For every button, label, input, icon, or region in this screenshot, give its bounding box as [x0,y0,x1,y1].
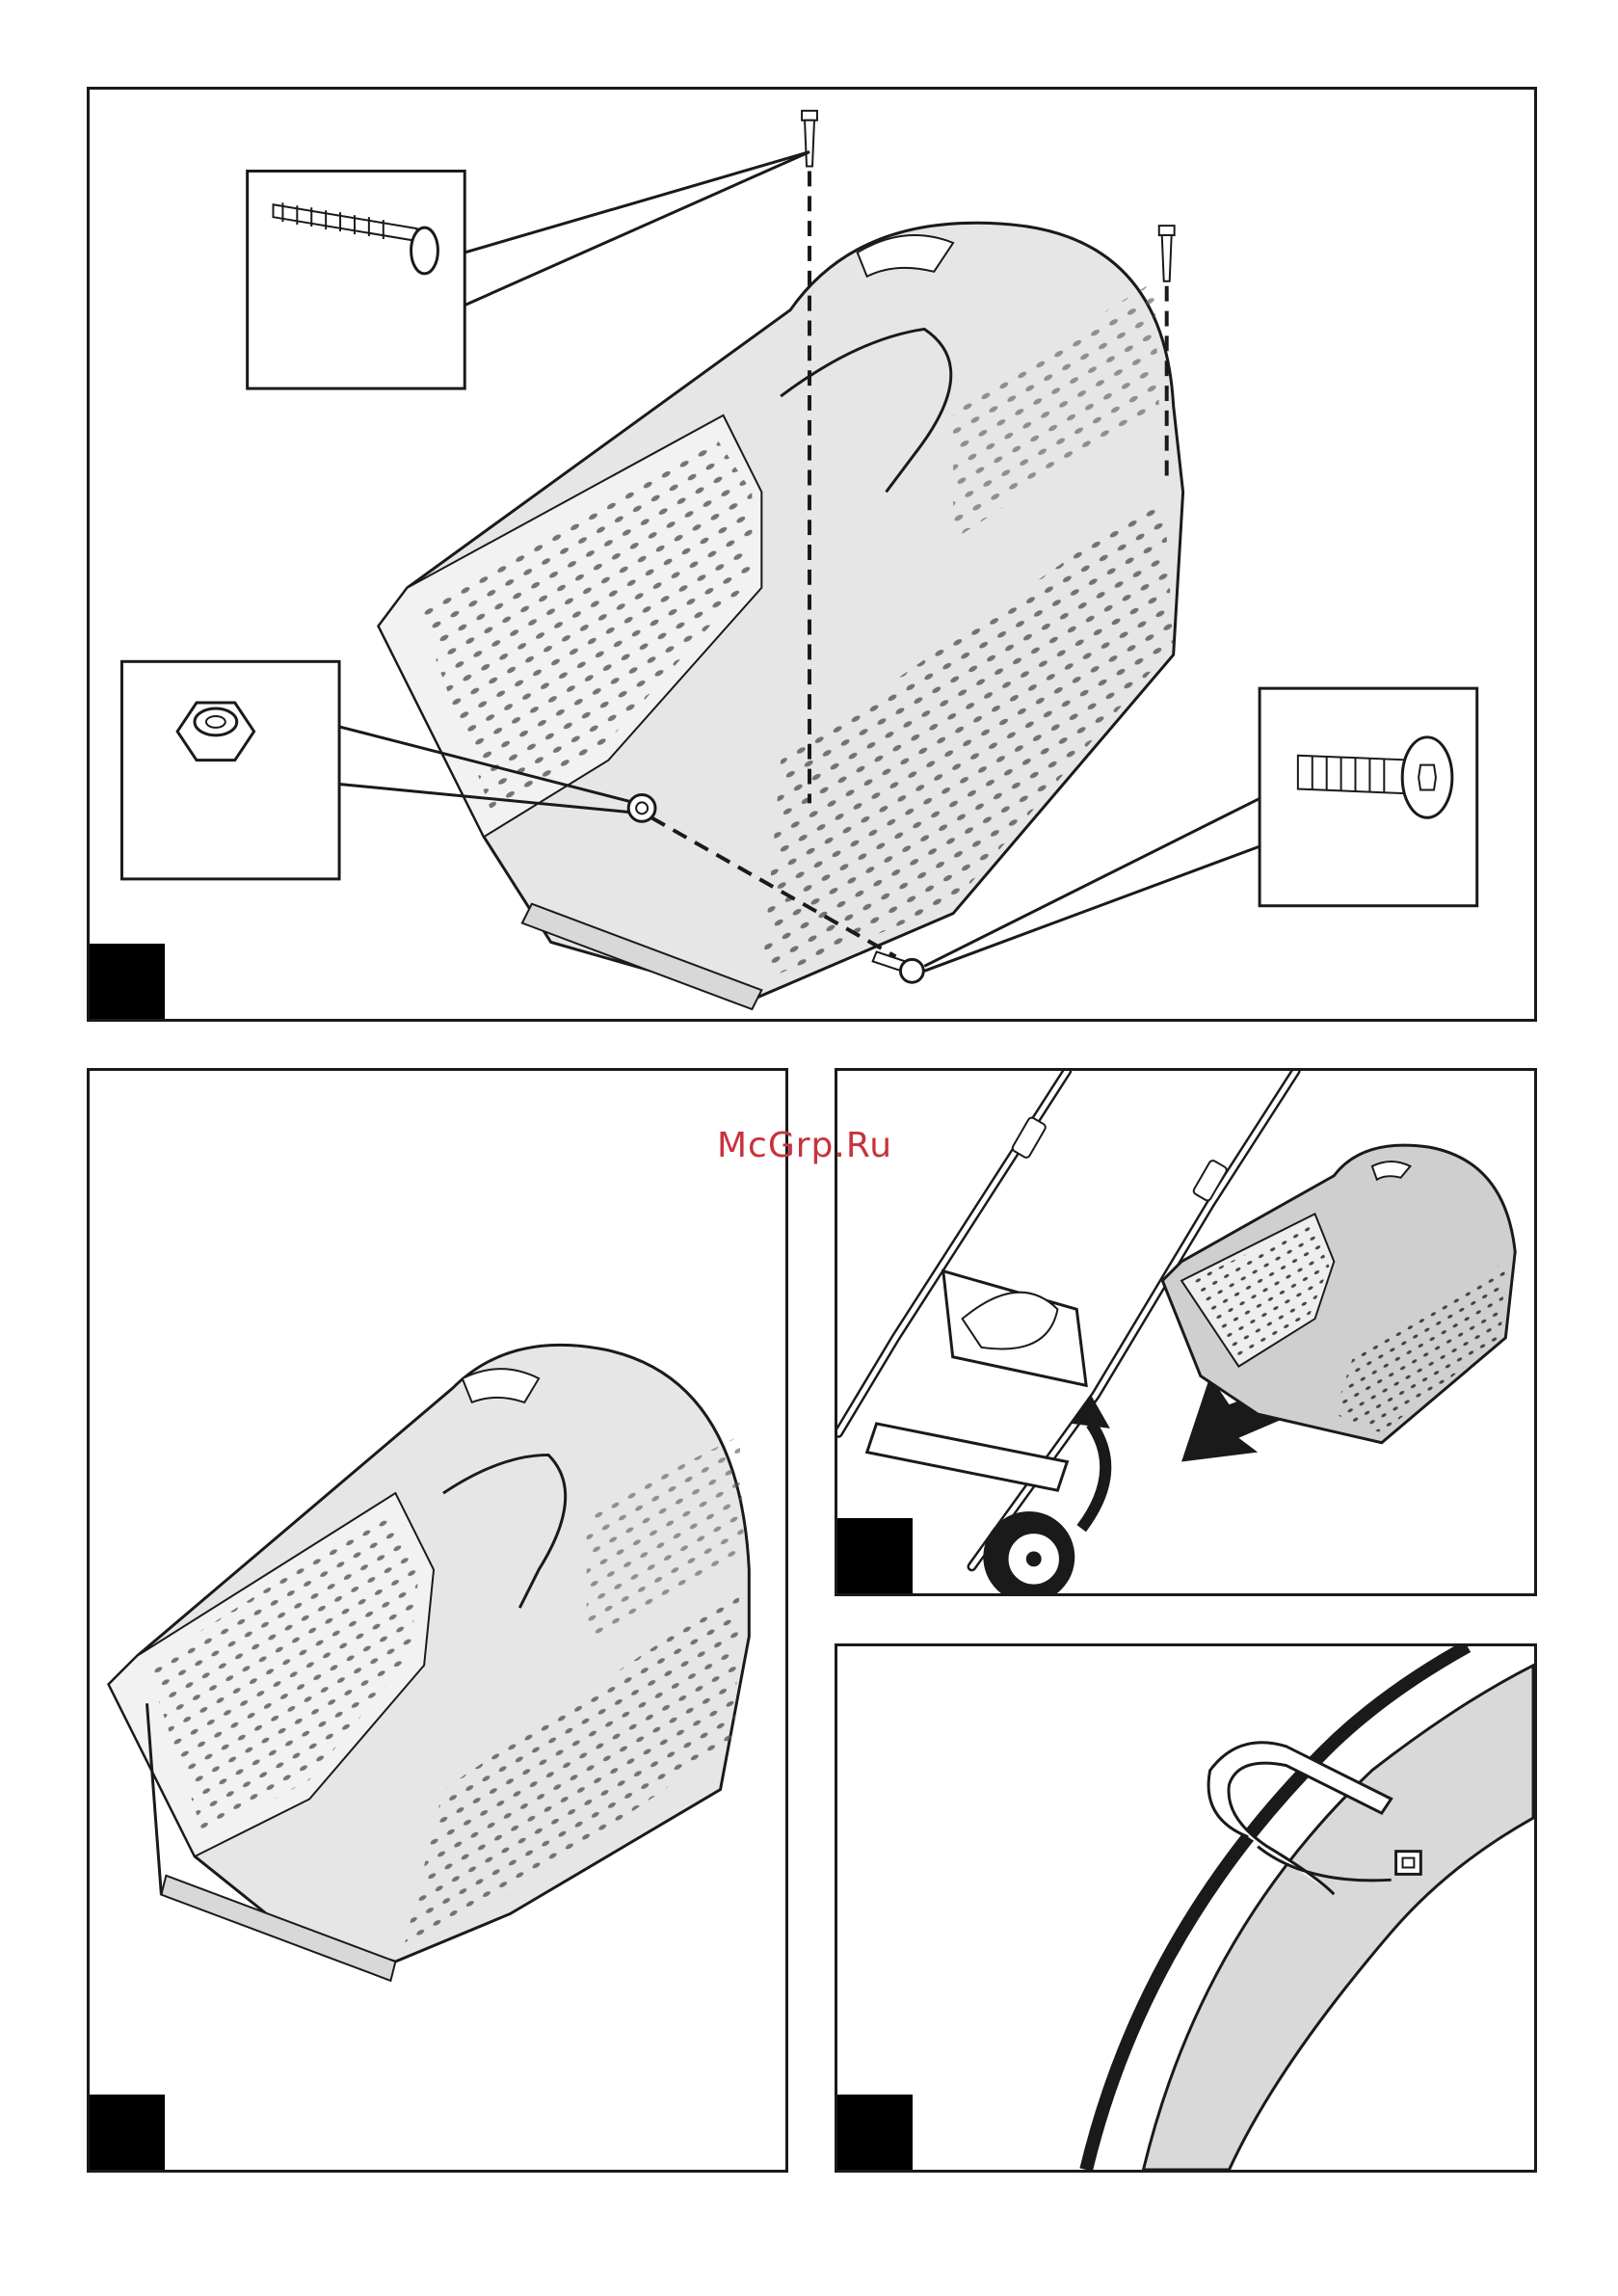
catcher-assembly-illustration [90,90,1534,1019]
attach-catcher-illustration [837,1071,1534,1593]
wheel-icon [983,1511,1074,1593]
cable-tie-panel [835,1643,1537,2173]
attach-catcher-panel [835,1068,1537,1596]
short-screw-icon [873,951,924,982]
step-marker [90,944,165,1019]
watermark-text: McGrp.Ru [717,1126,892,1165]
assembly-panel-screws [87,87,1537,1022]
screw-icon [802,111,817,167]
step-marker [90,2095,165,2170]
nut-on-catcher-icon [628,794,655,821]
step-marker [837,2095,913,2170]
screw-icon [1159,226,1175,281]
assembled-catcher-illustration [90,1071,785,2170]
assembled-catcher-panel [87,1068,788,2173]
cable-tie-illustration [837,1646,1534,2170]
step-marker [837,1518,913,1593]
